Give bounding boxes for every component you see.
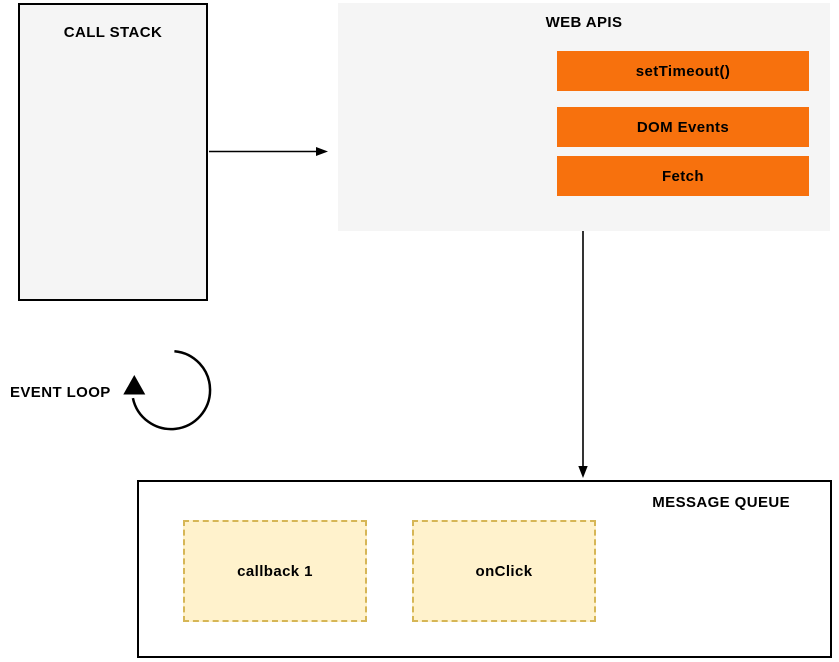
queue-item-callback1: callback 1	[183, 520, 367, 622]
event-loop-label: EVENT LOOP	[10, 384, 111, 401]
api-box-fetch-label: Fetch	[661, 167, 704, 185]
message-queue-box: MESSAGE QUEUE callback 1 onClick	[137, 480, 832, 658]
queue-item-callback1-label: callback 1	[237, 562, 313, 580]
api-box-dom-events: DOM Events	[557, 107, 809, 147]
queue-item-onclick-label: onClick	[475, 562, 533, 580]
event-loop-cycle-icon	[123, 349, 212, 431]
api-box-dom-events-label: DOM Events	[636, 118, 730, 136]
web-apis-panel: WEB APIS setTimeout() DOM Events Fetch	[338, 3, 830, 231]
webapis-to-queue-arrow	[578, 231, 588, 478]
callstack-to-webapis-arrow	[209, 147, 328, 156]
web-apis-label: WEB APIS	[545, 14, 623, 31]
queue-item-onclick: onClick	[412, 520, 596, 622]
call-stack-box: CALL STACK	[18, 3, 208, 301]
call-stack-label: CALL STACK	[63, 24, 163, 41]
api-box-settimeout: setTimeout()	[557, 51, 809, 91]
api-box-fetch: Fetch	[557, 156, 809, 196]
message-queue-label: MESSAGE QUEUE	[652, 494, 790, 511]
api-box-settimeout-label: setTimeout()	[635, 62, 731, 80]
